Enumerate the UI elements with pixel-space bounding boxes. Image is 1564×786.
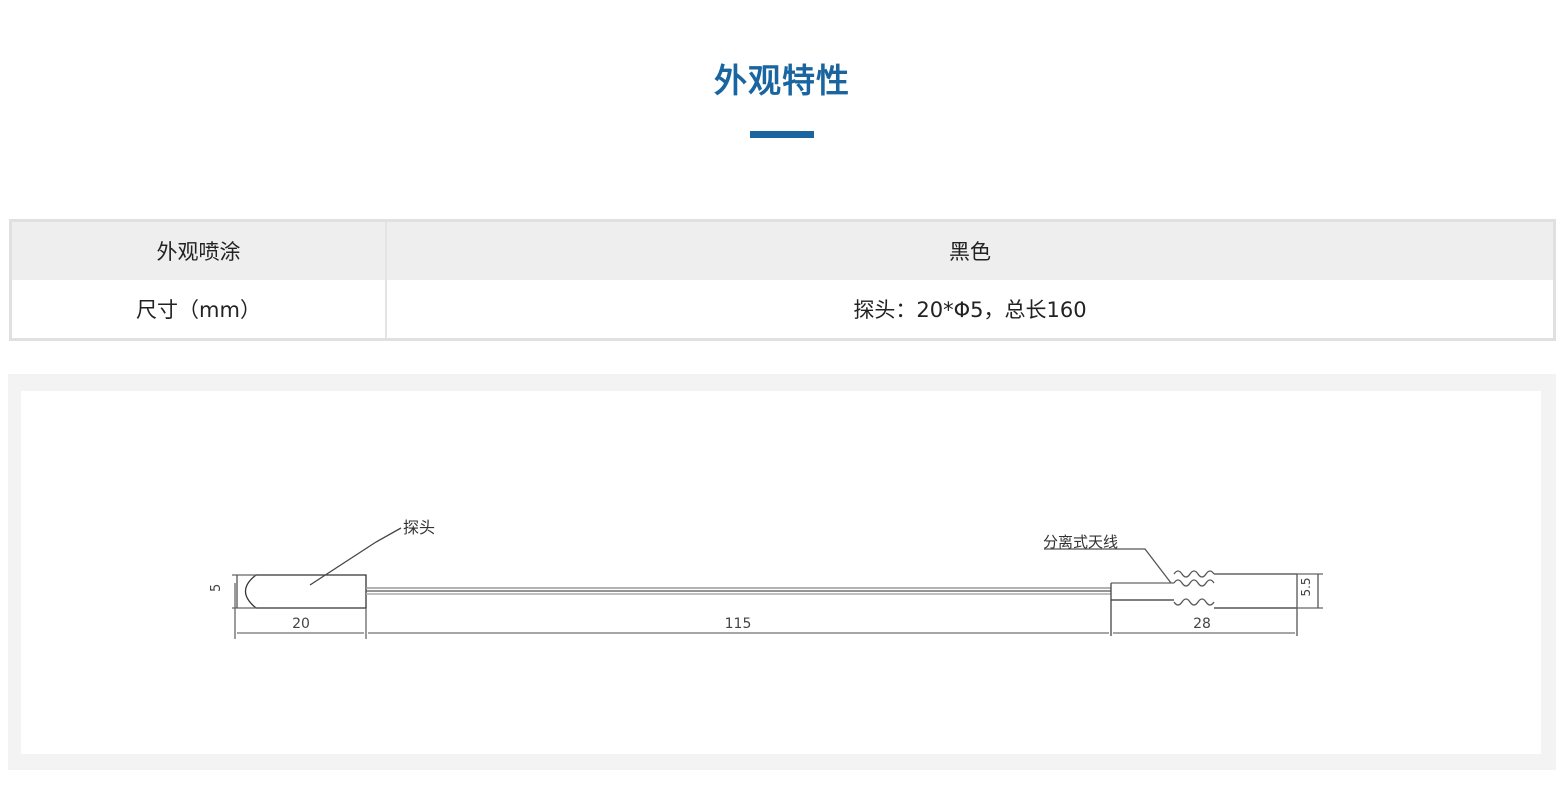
spec-label: 尺寸（mm）	[12, 280, 387, 338]
dim-cable-length: 115	[725, 616, 752, 632]
dim-antenna-diameter: 5.5	[1299, 577, 1313, 596]
spec-label: 外观喷涂	[12, 222, 387, 280]
dim-antenna-length: 28	[1193, 616, 1211, 632]
diagram-panel: 5 20 115 28 5.5 探头 分离式天线	[8, 374, 1556, 770]
spec-value: 探头：20*Φ5，总长160	[853, 298, 1087, 322]
probe-label: 探头	[403, 518, 435, 537]
page-title: 外观特性	[714, 61, 850, 100]
dim-probe-length: 20	[292, 616, 310, 632]
dim-probe-diameter: 5	[209, 584, 224, 592]
antenna-label: 分离式天线	[1043, 533, 1118, 551]
dimension-drawing: 5 20 115 28 5.5 探头 分离式天线	[21, 391, 1541, 754]
spec-value: 黑色	[949, 240, 991, 264]
table-row: 尺寸（mm） 探头：20*Φ5，总长160	[12, 280, 1553, 338]
spec-table: 外观喷涂 黑色 尺寸（mm） 探头：20*Φ5，总长160	[9, 219, 1556, 341]
table-row: 外观喷涂 黑色	[12, 222, 1553, 280]
title-underline	[750, 131, 814, 138]
